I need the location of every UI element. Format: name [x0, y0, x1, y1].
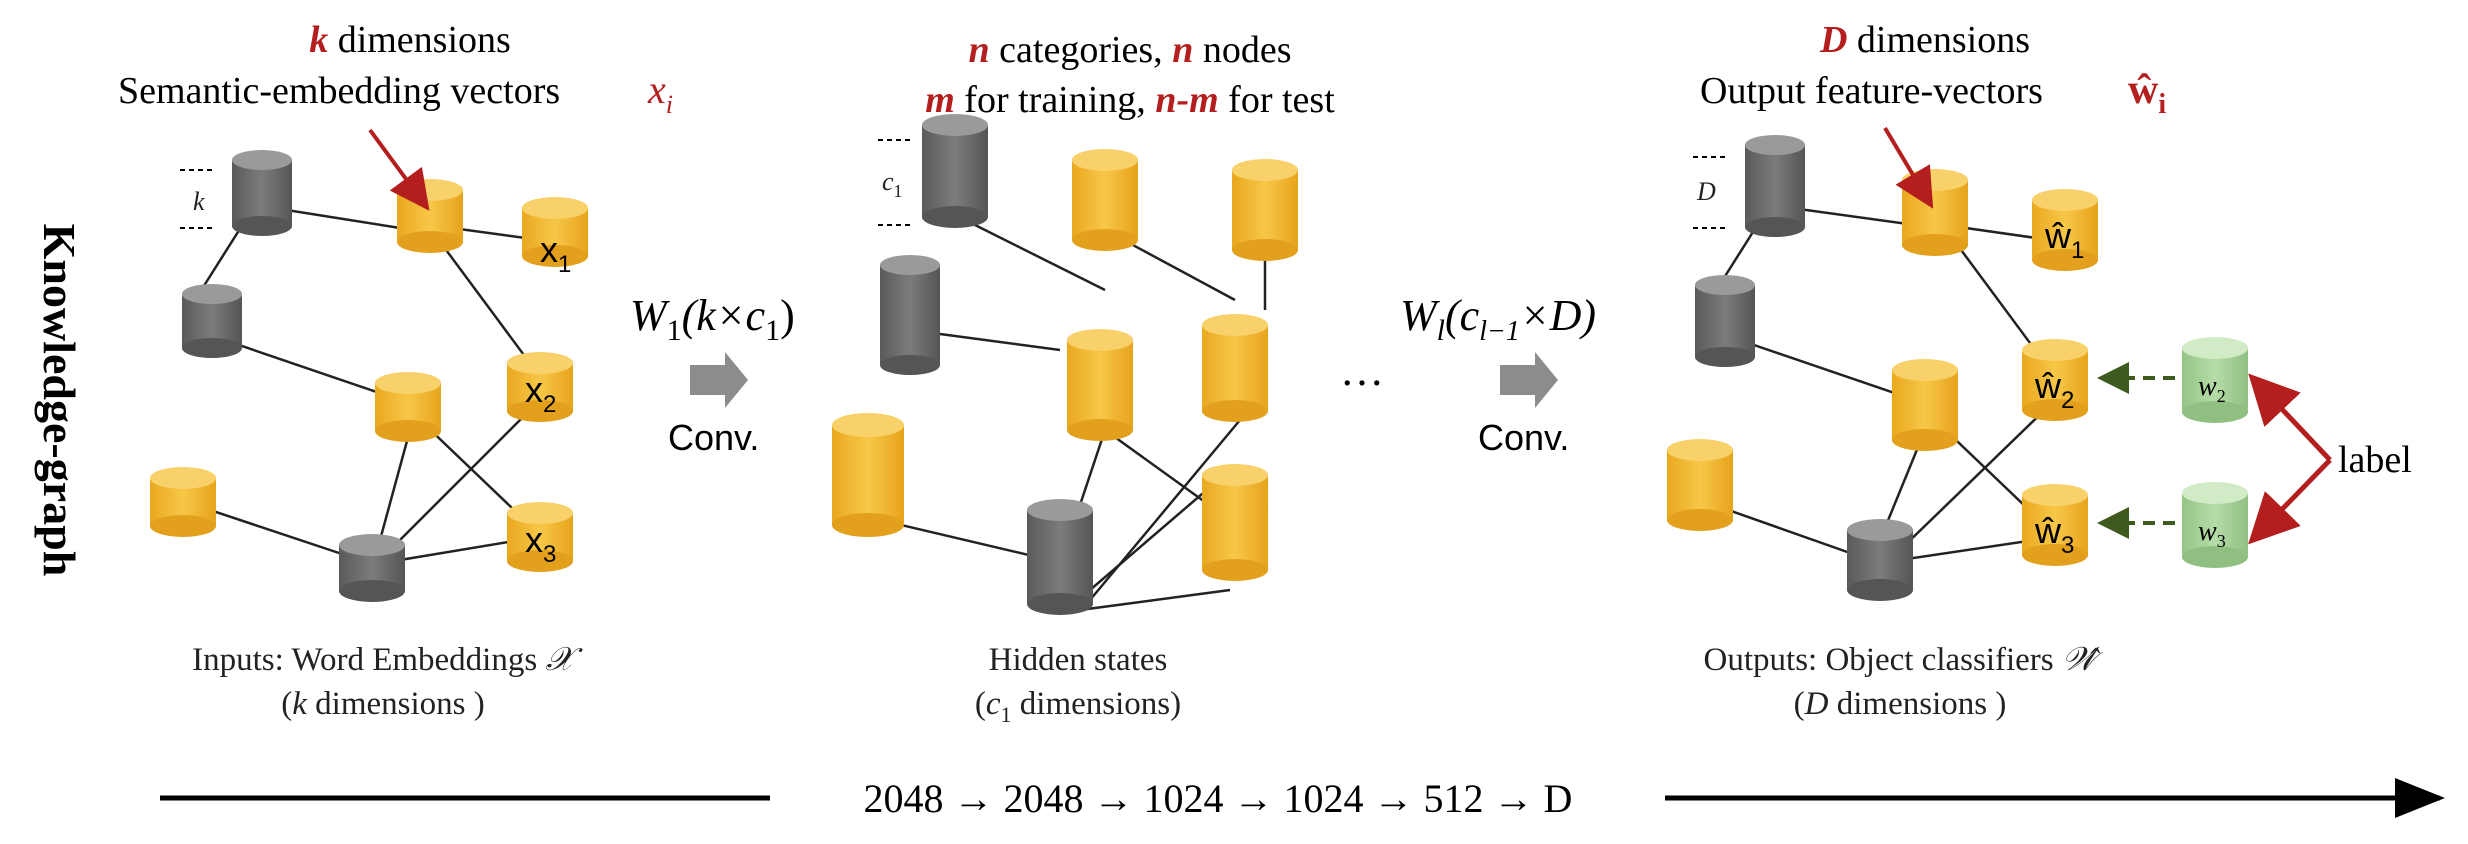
transform-2-formula: Wl(cl−1×D) [1400, 291, 1596, 347]
hidden-top-line2: m for training, n-m for test [925, 79, 1335, 121]
output-caption-line2: (D dimensions ) [1794, 686, 2007, 722]
cylinder [1202, 464, 1268, 581]
cylinder [339, 534, 405, 602]
cylinder [1202, 314, 1268, 422]
input-pointer-arrow [368, 128, 430, 211]
dimension-sequence: 2048 → 2048 → 1024 → 1024 → 512 → D [864, 776, 1573, 821]
cylinder [2182, 482, 2248, 568]
input-top-line2: Semantic-embedding vectors [118, 70, 560, 112]
cylinder [397, 179, 463, 253]
input-top-line1: k dimensions [309, 19, 511, 61]
hidden-caption-line2: (c1 dimensions) [975, 686, 1181, 727]
hidden-caption-line1: Hidden states [989, 642, 1168, 678]
output-pointer-arrow [1883, 126, 1934, 209]
transform-2: Wl(cl−1×D) Conv. [1400, 291, 1596, 458]
output-panel: ŵ1 ŵ2 ŵ3 w2 w3 label D D dimensions Outp… [1667, 19, 2412, 722]
cylinder [1667, 439, 1733, 531]
hidden-top-line1: n categories, n nodes [969, 29, 1292, 71]
dimension-tick [180, 169, 215, 229]
output-caption-line1: Outputs: Object classifiers 𝒲̂ [1704, 642, 2104, 678]
input-caption-line1: Inputs: Word Embeddings 𝒳 [192, 642, 583, 678]
label-text: label [2338, 439, 2412, 481]
label-node-2: w2 [2198, 371, 2226, 406]
output-graph-edges [1699, 203, 2056, 562]
cylinder [2182, 337, 2248, 423]
input-panel: x1 x2 x3 k k dimensions Semantic-embeddi… [118, 19, 673, 722]
dimension-tick [1693, 156, 1728, 229]
output-node-label-3: ŵ3 [2034, 510, 2074, 559]
cylinder [507, 352, 573, 422]
cylinder [922, 114, 988, 228]
transform-1: W1(k×c1) Conv. [630, 291, 795, 458]
cylinder [1902, 169, 1968, 256]
output-top-line1: D dimensions [1819, 19, 2030, 61]
cylinder [150, 467, 216, 537]
output-node-label-2: ŵ2 [2034, 365, 2074, 414]
dimension-tick-label: c1 [882, 167, 903, 201]
cylinder [1232, 159, 1298, 261]
dimension-tick-label: k [193, 187, 205, 216]
input-node-label-2: x2 [525, 369, 556, 418]
cylinder [507, 502, 573, 572]
hidden-panel: c1 n categories, n nodes m for training,… [832, 29, 1335, 727]
ellipsis: … [1340, 346, 1384, 395]
cylinder [1027, 499, 1093, 615]
cylinder [2022, 484, 2088, 566]
input-caption-line2: (k dimensions ) [281, 686, 484, 722]
transform-1-label: Conv. [668, 417, 759, 458]
side-title: Knowledge-graph [34, 224, 85, 577]
conv-arrow-1 [690, 352, 748, 408]
output-vector-symbol: ŵi [2128, 67, 2166, 120]
output-top-line2: Output feature-vectors [1700, 70, 2043, 112]
cylinder [522, 197, 588, 267]
label-node-3: w3 [2198, 516, 2226, 551]
input-vector-symbol: xi [647, 67, 673, 119]
cylinder [832, 413, 904, 537]
input-graph-edges [179, 203, 541, 562]
input-node-label-1: x1 [540, 229, 571, 278]
cylinder [880, 255, 940, 375]
cylinder [1847, 519, 1913, 601]
cylinder [1695, 275, 1755, 367]
dimension-tick [878, 139, 912, 226]
cylinder [1067, 329, 1133, 441]
cylinder [1072, 149, 1138, 251]
conv-arrow-2 [1500, 352, 1558, 408]
dimension-axis: 2048 → 2048 → 1024 → 1024 → 512 → D [160, 776, 2445, 821]
transform-1-formula: W1(k×c1) [630, 291, 795, 347]
cylinder [2022, 339, 2088, 421]
cylinder [2032, 189, 2098, 271]
cylinder [1892, 359, 1958, 451]
transform-2-label: Conv. [1478, 417, 1569, 458]
label-bracket-upper [2248, 373, 2332, 462]
cylinder [232, 150, 292, 236]
label-bracket-lower [2248, 458, 2332, 545]
input-node-label-3: x3 [525, 519, 556, 568]
cylinder [1745, 135, 1805, 237]
output-node-label-1: ŵ1 [2044, 215, 2084, 264]
cylinder [375, 372, 441, 442]
cylinder [182, 284, 242, 358]
dimension-tick-label: D [1696, 177, 1716, 206]
